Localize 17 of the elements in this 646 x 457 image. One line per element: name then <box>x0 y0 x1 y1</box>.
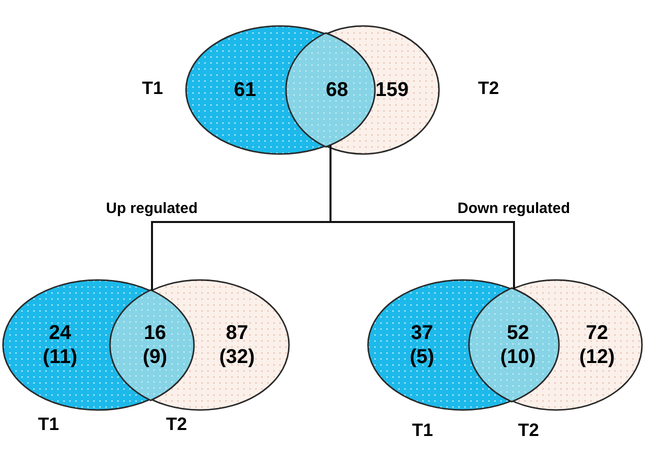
set-label: T1 <box>142 78 164 99</box>
edge-label: Down regulated <box>456 200 572 217</box>
count-label: 87 (32) <box>218 321 256 369</box>
set-label: T2 <box>518 420 540 441</box>
set-label: T2 <box>166 414 188 435</box>
count-label: 37 (5) <box>408 321 436 369</box>
count-label: 24 (11) <box>42 321 78 369</box>
count-label: 61 <box>232 78 258 102</box>
set-label: T1 <box>412 420 434 441</box>
count-label: 52 (10) <box>499 320 537 369</box>
count-label: 68 <box>324 78 350 102</box>
count-label: 159 <box>374 78 410 102</box>
set-label: T1 <box>38 414 60 435</box>
set-label: T2 <box>478 78 500 99</box>
edge-label: Up regulated <box>104 200 200 217</box>
count-label: 16 (9) <box>142 320 168 369</box>
count-label: 72 (12) <box>578 321 616 369</box>
